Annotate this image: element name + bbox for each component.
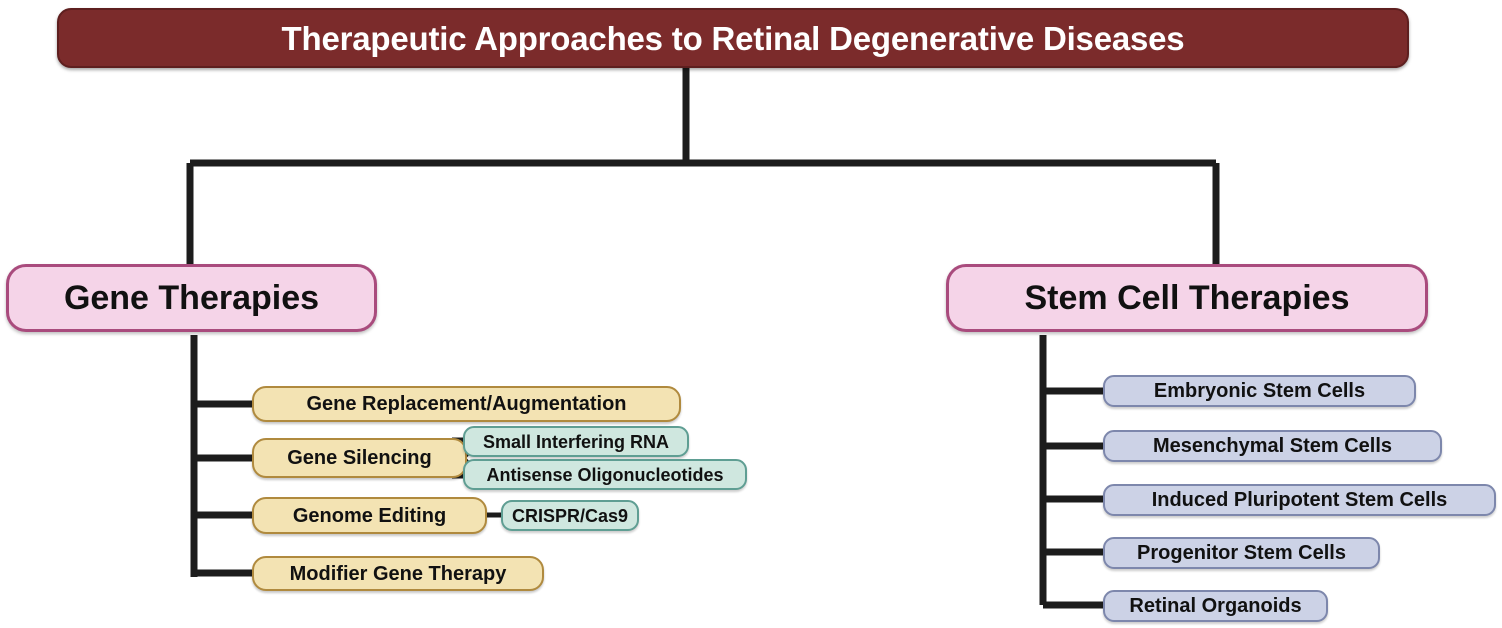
root-title-node[interactable]: Therapeutic Approaches to Retinal Degene…: [57, 8, 1409, 68]
node-mesenchymal-stem-cells[interactable]: Mesenchymal Stem Cells: [1103, 430, 1442, 462]
node-antisense-oligonucleotides[interactable]: Antisense Oligonucleotides: [463, 459, 747, 490]
node-induced-pluripotent-stem-cells[interactable]: Induced Pluripotent Stem Cells: [1103, 484, 1496, 516]
node-gene-replacement-augmentation[interactable]: Gene Replacement/Augmentation: [252, 386, 681, 422]
node-crispr-cas9[interactable]: CRISPR/Cas9: [501, 500, 639, 531]
node-small-interfering-rna[interactable]: Small Interfering RNA: [463, 426, 689, 457]
branch-node-gene-therapies[interactable]: Gene Therapies: [6, 264, 377, 332]
node-gene-silencing[interactable]: Gene Silencing: [252, 438, 467, 478]
node-embryonic-stem-cells[interactable]: Embryonic Stem Cells: [1103, 375, 1416, 407]
node-modifier-gene-therapy[interactable]: Modifier Gene Therapy: [252, 556, 544, 591]
branch-node-stem-cell-therapies[interactable]: Stem Cell Therapies: [946, 264, 1428, 332]
node-genome-editing[interactable]: Genome Editing: [252, 497, 487, 534]
node-retinal-organoids[interactable]: Retinal Organoids: [1103, 590, 1328, 622]
node-progenitor-stem-cells[interactable]: Progenitor Stem Cells: [1103, 537, 1380, 569]
